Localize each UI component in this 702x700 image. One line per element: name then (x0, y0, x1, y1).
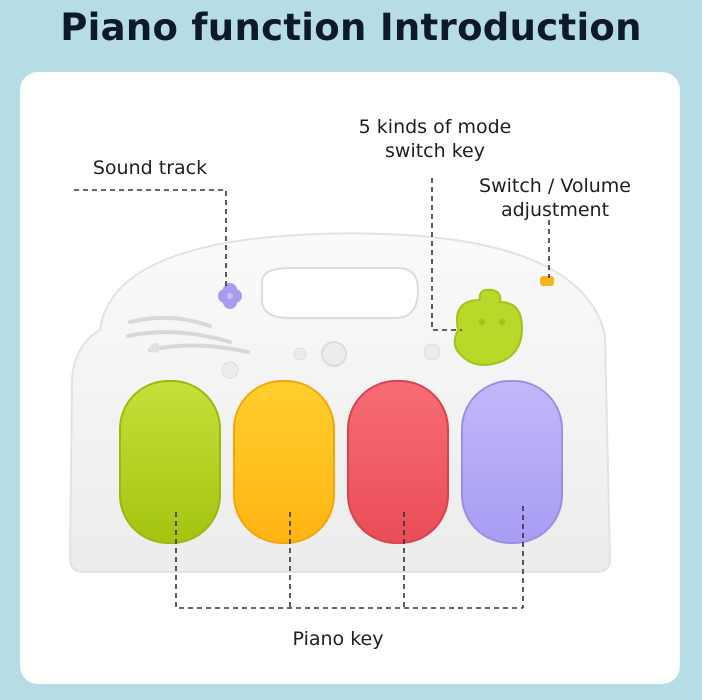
volume-label-line1: Switch / Volume (479, 175, 631, 197)
mode-switch-label-line1: 5 kinds of mode (358, 116, 512, 138)
piano-key-green[interactable] (119, 380, 221, 544)
piano-key-purple[interactable] (461, 380, 563, 544)
mode-switch-label-line2: switch key (385, 140, 485, 162)
piano-key-red[interactable] (347, 380, 449, 544)
piano-key-label: Piano key (292, 628, 384, 650)
callout-lines (74, 178, 550, 609)
sound-track-label: Sound track (92, 157, 208, 179)
volume-label-line2: adjustment (500, 199, 610, 221)
mode-switch-button[interactable] (453, 288, 524, 366)
piano-key-yellow[interactable] (233, 380, 335, 544)
volume-switch[interactable] (540, 276, 554, 286)
sound-track-button[interactable] (218, 283, 242, 309)
page-title: Piano function Introduction (60, 6, 642, 49)
